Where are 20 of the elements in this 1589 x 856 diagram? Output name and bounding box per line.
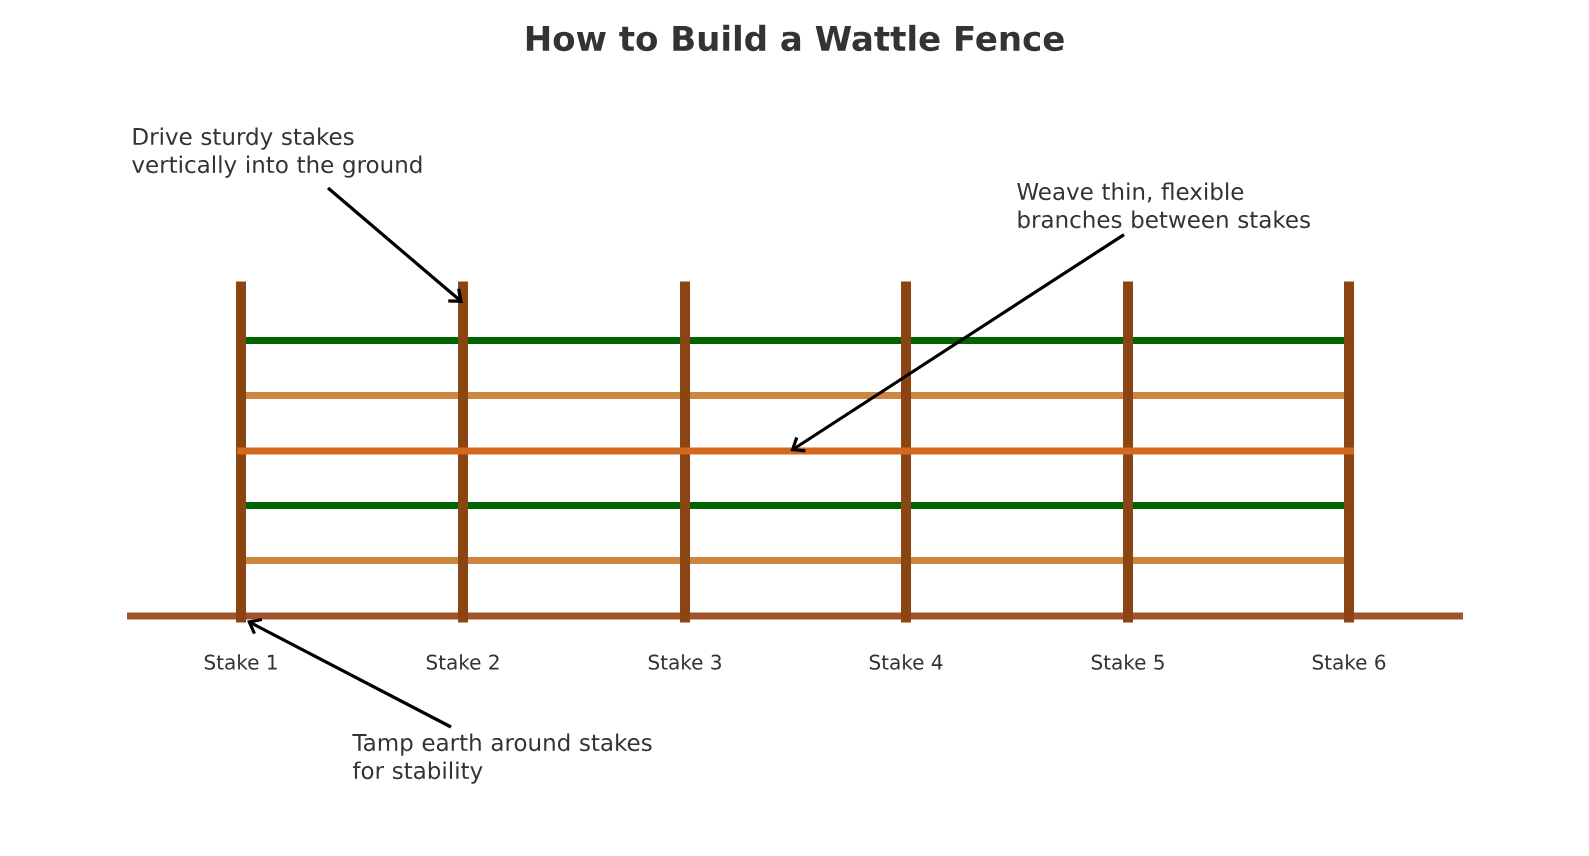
leader-arrow	[247, 617, 452, 729]
stake-label: Stake 2	[426, 654, 499, 670]
stake	[458, 281, 468, 623]
leader-arrow	[790, 233, 1125, 453]
stake-label: Stake 6	[1312, 654, 1386, 670]
stake	[901, 281, 911, 623]
annotation-text: Tamp earth around stakes for stability	[352, 733, 652, 784]
title: How to Build a Wattle Fence	[526, 24, 1064, 52]
stake-label: Stake 4	[869, 654, 943, 670]
stake	[680, 281, 690, 623]
stake	[236, 281, 246, 623]
annotation-text: Drive sturdy stakes vertically into the ground	[132, 127, 422, 178]
stake-label: Stake 1	[204, 654, 277, 670]
stake-label: Stake 5	[1091, 654, 1164, 670]
stake	[1123, 281, 1133, 623]
annotation-text: Weave thin, flexible branches between stakes	[1017, 182, 1310, 229]
leader-arrow	[327, 186, 464, 303]
stake-label: Stake 3	[648, 654, 721, 670]
branch	[237, 447, 1354, 455]
stake	[1344, 281, 1354, 623]
